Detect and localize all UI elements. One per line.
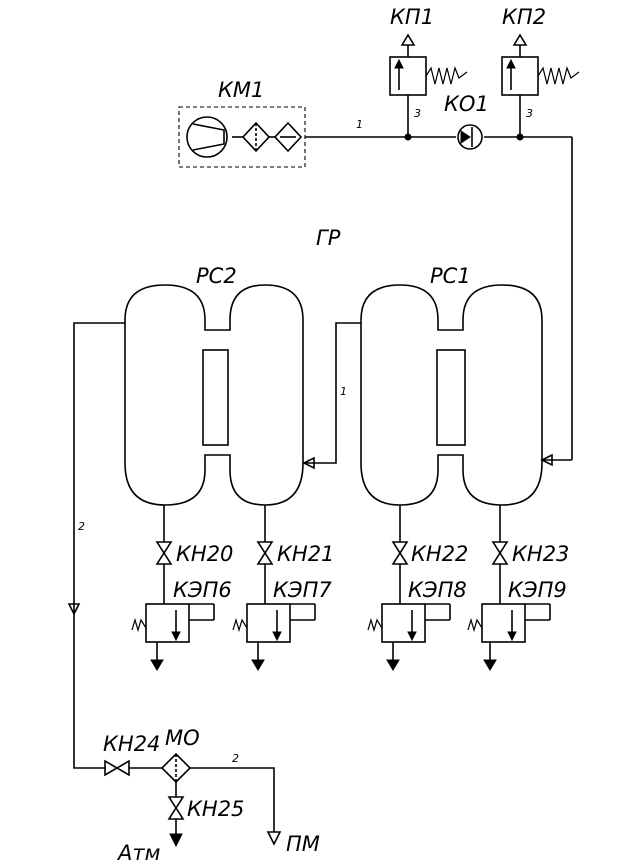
exhaust-icon [386,659,400,671]
valve-25-label: КН25 [187,797,244,821]
compressor-unit [178,106,306,168]
separator-icon [160,752,192,784]
atmosphere-label: Атм [116,841,161,864]
filter-icon [232,121,271,153]
spring-icon [232,617,248,633]
group-label: ГР [316,226,341,250]
separator-label: МО [165,726,200,750]
compressor-icon [186,116,228,158]
tank-2-label: РС2 [196,264,237,288]
tank-1-label: РС1 [430,264,471,288]
arrow-icon [302,456,315,470]
line-mark: 1 [340,385,347,398]
spring-icon [367,617,383,633]
line-mark: 1 [356,118,363,131]
line-mark: 3 [414,107,421,120]
spring-icon [467,617,483,633]
tank-2 [124,284,304,506]
valve-21-label: КН21 [277,542,334,566]
valve-24-label: КН24 [103,732,160,756]
relief-valve-2 [501,33,580,137]
valve-icon [391,541,409,565]
relief-valve-1 [389,33,468,137]
exhaust-icon [512,33,528,46]
spring-icon [537,66,580,85]
arrow-icon [67,603,81,616]
relief-valve-1-label: КП1 [390,5,434,29]
exhaust-icon [169,833,183,848]
tank-1 [360,284,543,506]
valve-icon [155,541,173,565]
valve-20-label: КН20 [176,542,233,566]
solenoid-9-label: КЭП9 [508,578,567,602]
spring-icon [131,617,147,633]
exhaust-icon [400,33,416,46]
drain-assembly-2 [232,505,316,671]
valve-22-label: КН22 [411,542,468,566]
valve-icon [104,759,130,777]
valve-icon [167,796,185,820]
arrow-icon [266,831,282,846]
check-valve-label: КО1 [444,92,489,116]
valve-icon [491,541,509,565]
drain-assembly-1 [131,505,215,671]
solenoid-6-label: КЭП6 [173,578,232,602]
solenoid-8-label: КЭП8 [408,578,467,602]
arrow-icon [540,453,553,467]
drain-assembly-4 [467,505,551,671]
exhaust-icon [251,659,265,671]
consumer-label: ПМ [286,832,320,856]
valve-24 [104,759,130,777]
valve-23-label: КН23 [512,542,569,566]
spring-icon [425,66,468,85]
solenoid-7-label: КЭП7 [273,578,332,602]
compressor-label: КМ1 [218,78,264,102]
drain-assembly-3 [367,505,451,671]
dryer-icon [269,121,303,153]
line-mark: 2 [78,520,85,533]
check-valve-icon [457,124,483,150]
exhaust-icon [150,659,164,671]
exhaust-icon [483,659,497,671]
line-mark: 2 [232,752,239,765]
line-mark: 3 [526,107,533,120]
valve-icon [256,541,274,565]
relief-valve-2-label: КП2 [502,5,546,29]
